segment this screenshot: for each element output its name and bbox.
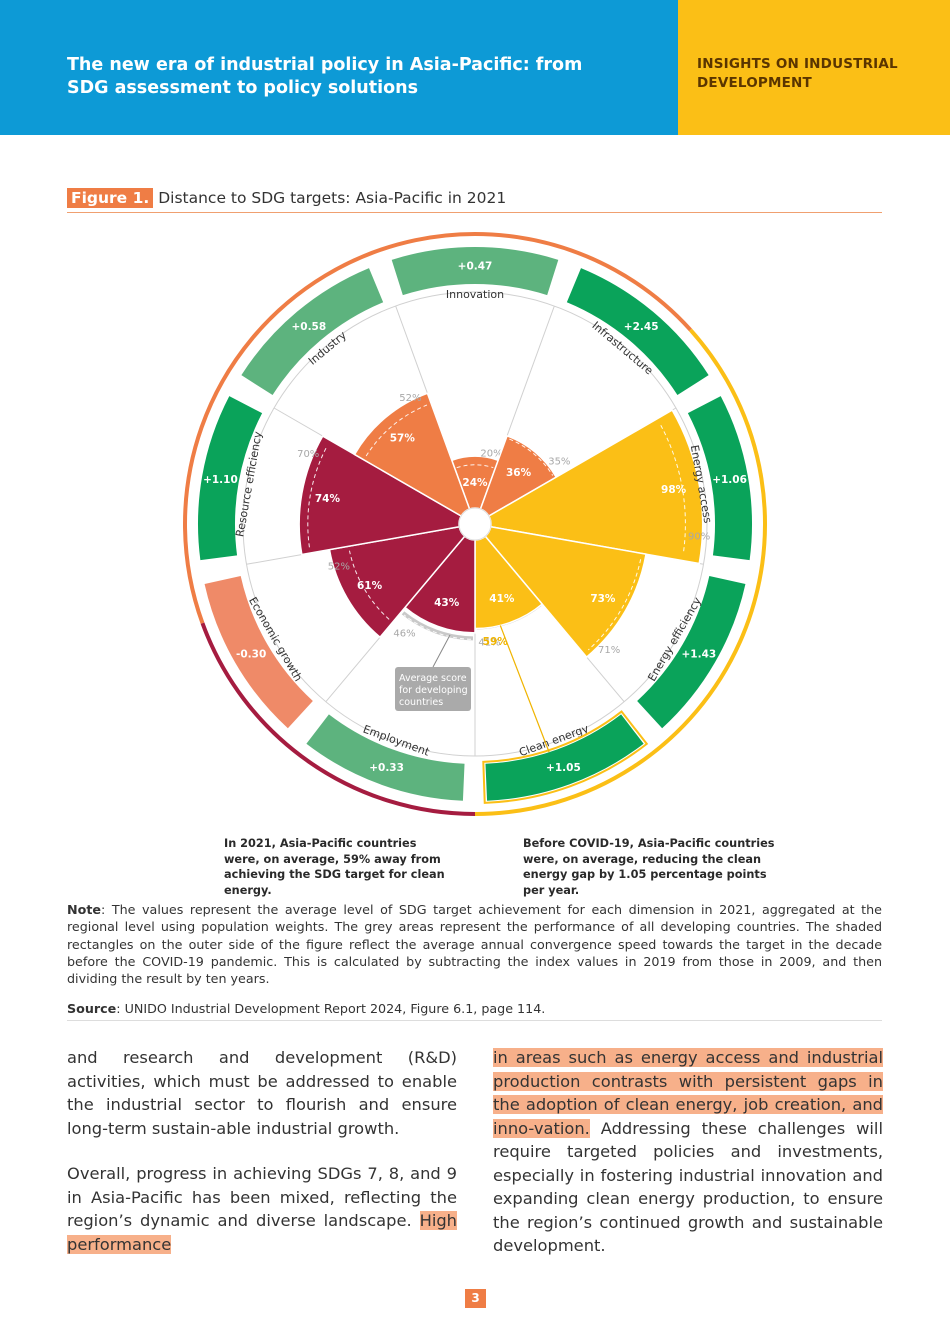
convergence-box [198,396,263,561]
developing-avg-dash [348,550,390,620]
convergence-value: -0.30 [236,648,266,660]
convergence-value: +2.45 [624,321,659,333]
avg-score-box-text: Average score [399,673,467,684]
source-text: : UNIDO Industrial Development Report 20… [116,1001,546,1016]
convergence-value: +1.06 [712,474,747,486]
developing-avg-label: 71% [598,645,620,656]
value-label: 24% [462,477,488,489]
body-text: Addressing these challenges will require… [493,1118,883,1256]
convergence-box [687,396,752,561]
body-column-right: in areas such as energy access and indus… [493,1046,883,1280]
figure-caption-text: Distance to SDG targets: Asia-Pacific in… [158,189,507,207]
developing-avg-dash [403,614,471,640]
value-label: 41% [489,593,515,605]
body-column-left: and research and development (R&D) activ… [67,1046,457,1278]
chart-center [458,507,492,541]
figure-source: Source: UNIDO Industrial Development Rep… [67,1001,882,1021]
value-label: 74% [315,493,341,505]
convergence-value: +1.10 [203,474,238,486]
developing-avg-label: 52% [328,562,350,573]
convergence-box [204,575,313,729]
value-label: 98% [661,484,687,496]
developing-avg-dash [509,438,554,476]
polar-chart-svg: 24%20%+0.47Innovation36%35%+2.45Infrastr… [183,232,767,816]
header-banner [0,0,678,135]
page-number: 3 [465,1289,486,1308]
value-label: 57% [390,432,416,444]
callout-clean-energy-distance: In 2021, Asia-Pacific countries were, on… [224,837,445,897]
developing-avg-dash [365,404,428,457]
clean-energy-highlight [482,710,649,804]
series-tag: INSIGHTS ON INDUSTRIAL DEVELOPMENT [697,56,898,91]
developing-avg-marker [401,611,474,641]
developing-avg-dash [587,559,642,651]
developing-avg-dash [307,445,328,548]
source-label: Source [67,1001,117,1016]
convergence-value: +1.43 [682,648,717,660]
developing-avg-label: 41% [478,638,500,649]
developing-avg-label: 70% [297,449,319,460]
body-paragraph: and research and development (R&D) activ… [67,1048,457,1138]
convergence-value: +0.47 [458,261,493,273]
value-label: 43% [434,597,460,609]
convergence-value: +1.05 [546,762,581,774]
avg-score-box [395,667,471,711]
convergence-box [391,247,559,296]
figure-note: Note: The values represent the average l… [67,901,882,987]
body-paragraph: Overall, progress in achieving SDGs 7, 8… [67,1162,457,1256]
avg-score-box-text: for developing [399,685,468,696]
callout-clean-energy-convergence: Before COVID-19, Asia-Pacific countries … [523,837,775,897]
developing-avg-label: 52% [399,393,421,404]
dimension-label: Innovation [446,288,504,301]
convergence-box [241,268,384,396]
developing-avg-dash [660,424,686,554]
avg-score-box-text: countries [399,697,443,708]
convergence-value: +0.58 [291,321,326,333]
sdg-group-arc [474,328,767,816]
convergence-box [306,714,465,801]
avg-score-pointer [432,634,451,668]
note-text: : The values represent the average level… [67,902,882,987]
value-label: 61% [357,580,383,592]
convergence-box [485,714,644,801]
body-text: Overall, progress in achieving SDGs 7, 8… [67,1164,457,1230]
sdg-group-arc [200,622,476,816]
developing-avg-label: 46% [393,628,415,639]
developing-avg-dash [456,464,494,469]
developing-avg-label: 90% [688,532,710,543]
figure-caption: Figure 1. Distance to SDG targets: Asia-… [67,188,882,213]
convergence-box [637,575,746,729]
page-title: The new era of industrial policy in Asia… [67,55,583,98]
body-paragraph: in areas such as energy access and indus… [493,1046,883,1258]
developing-avg-label: 20% [480,449,502,460]
clean-energy-distance-label: 59% [483,636,509,648]
sdg-group-arc [183,232,692,624]
figure-label: Figure 1. [67,188,154,208]
note-label: Note [67,902,102,917]
convergence-value: +0.33 [369,762,404,774]
value-label: 36% [506,467,532,479]
clean-energy-pointer [499,625,550,753]
header-tag-banner [678,0,950,135]
convergence-box [566,268,709,396]
value-label: 73% [590,593,616,605]
developing-avg-label: 35% [548,456,570,467]
